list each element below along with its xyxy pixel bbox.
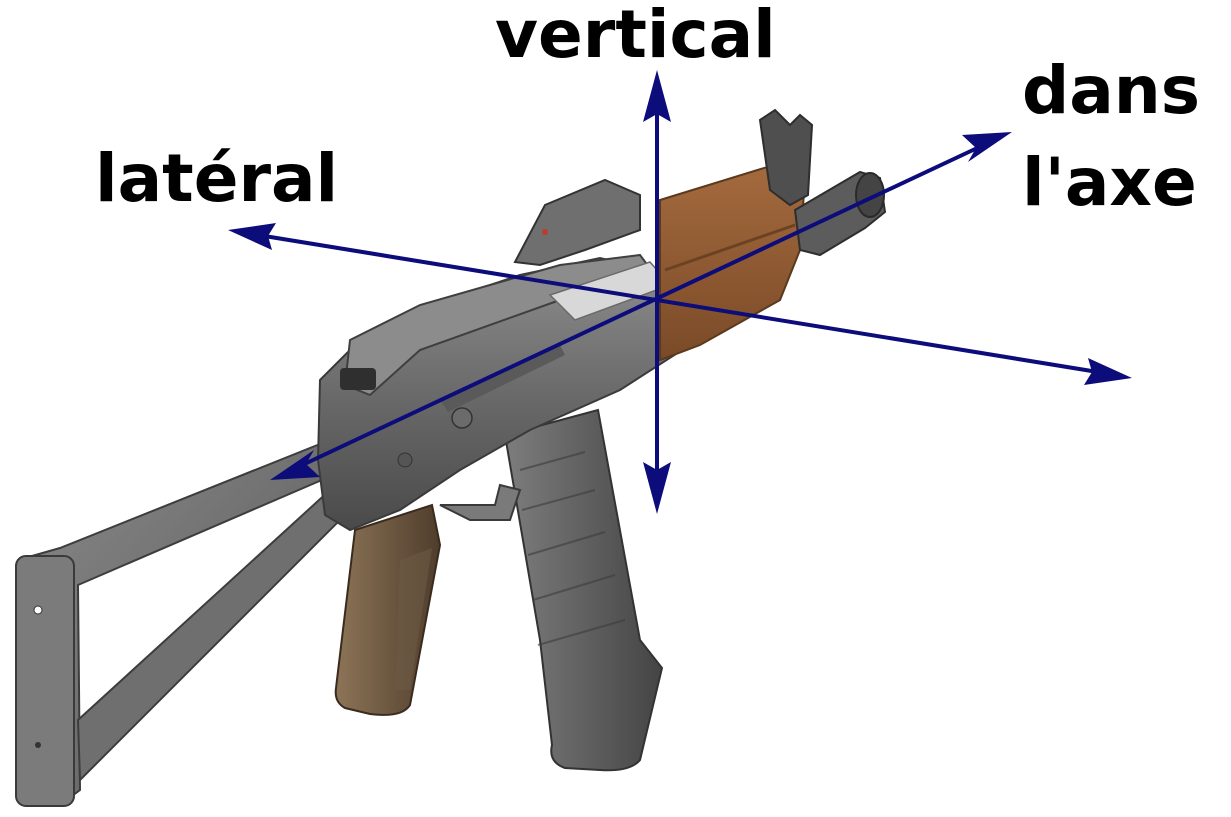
- front-sight: [758, 108, 814, 207]
- lateral-right-arrowhead: [1084, 358, 1132, 385]
- pistol-grip: [334, 503, 442, 716]
- lateral-axis-label: latéral: [95, 140, 339, 217]
- vertical-axis-label: vertical: [495, 0, 776, 73]
- vertical-down-arrowhead: [643, 462, 671, 514]
- folding-stock: [15, 438, 347, 807]
- axial-upper-arrowhead: [962, 132, 1012, 162]
- rifle-illustration: [15, 108, 887, 807]
- axial-axis-label-line2: l'axe: [1022, 144, 1197, 221]
- lateral-axis-line: [251, 232, 1111, 376]
- magazine: [503, 408, 664, 772]
- vertical-up-arrowhead: [643, 70, 671, 122]
- axial-lower-arrowhead: [270, 450, 320, 480]
- axes-group: [251, 92, 1111, 492]
- rear-sight: [513, 178, 641, 267]
- axial-axis-label-line1: dans: [1022, 52, 1201, 129]
- axial-axis-line: [295, 140, 991, 470]
- lateral-left-arrowhead: [228, 223, 276, 250]
- trigger-guard: [439, 483, 522, 521]
- arrowheads: [228, 70, 1132, 514]
